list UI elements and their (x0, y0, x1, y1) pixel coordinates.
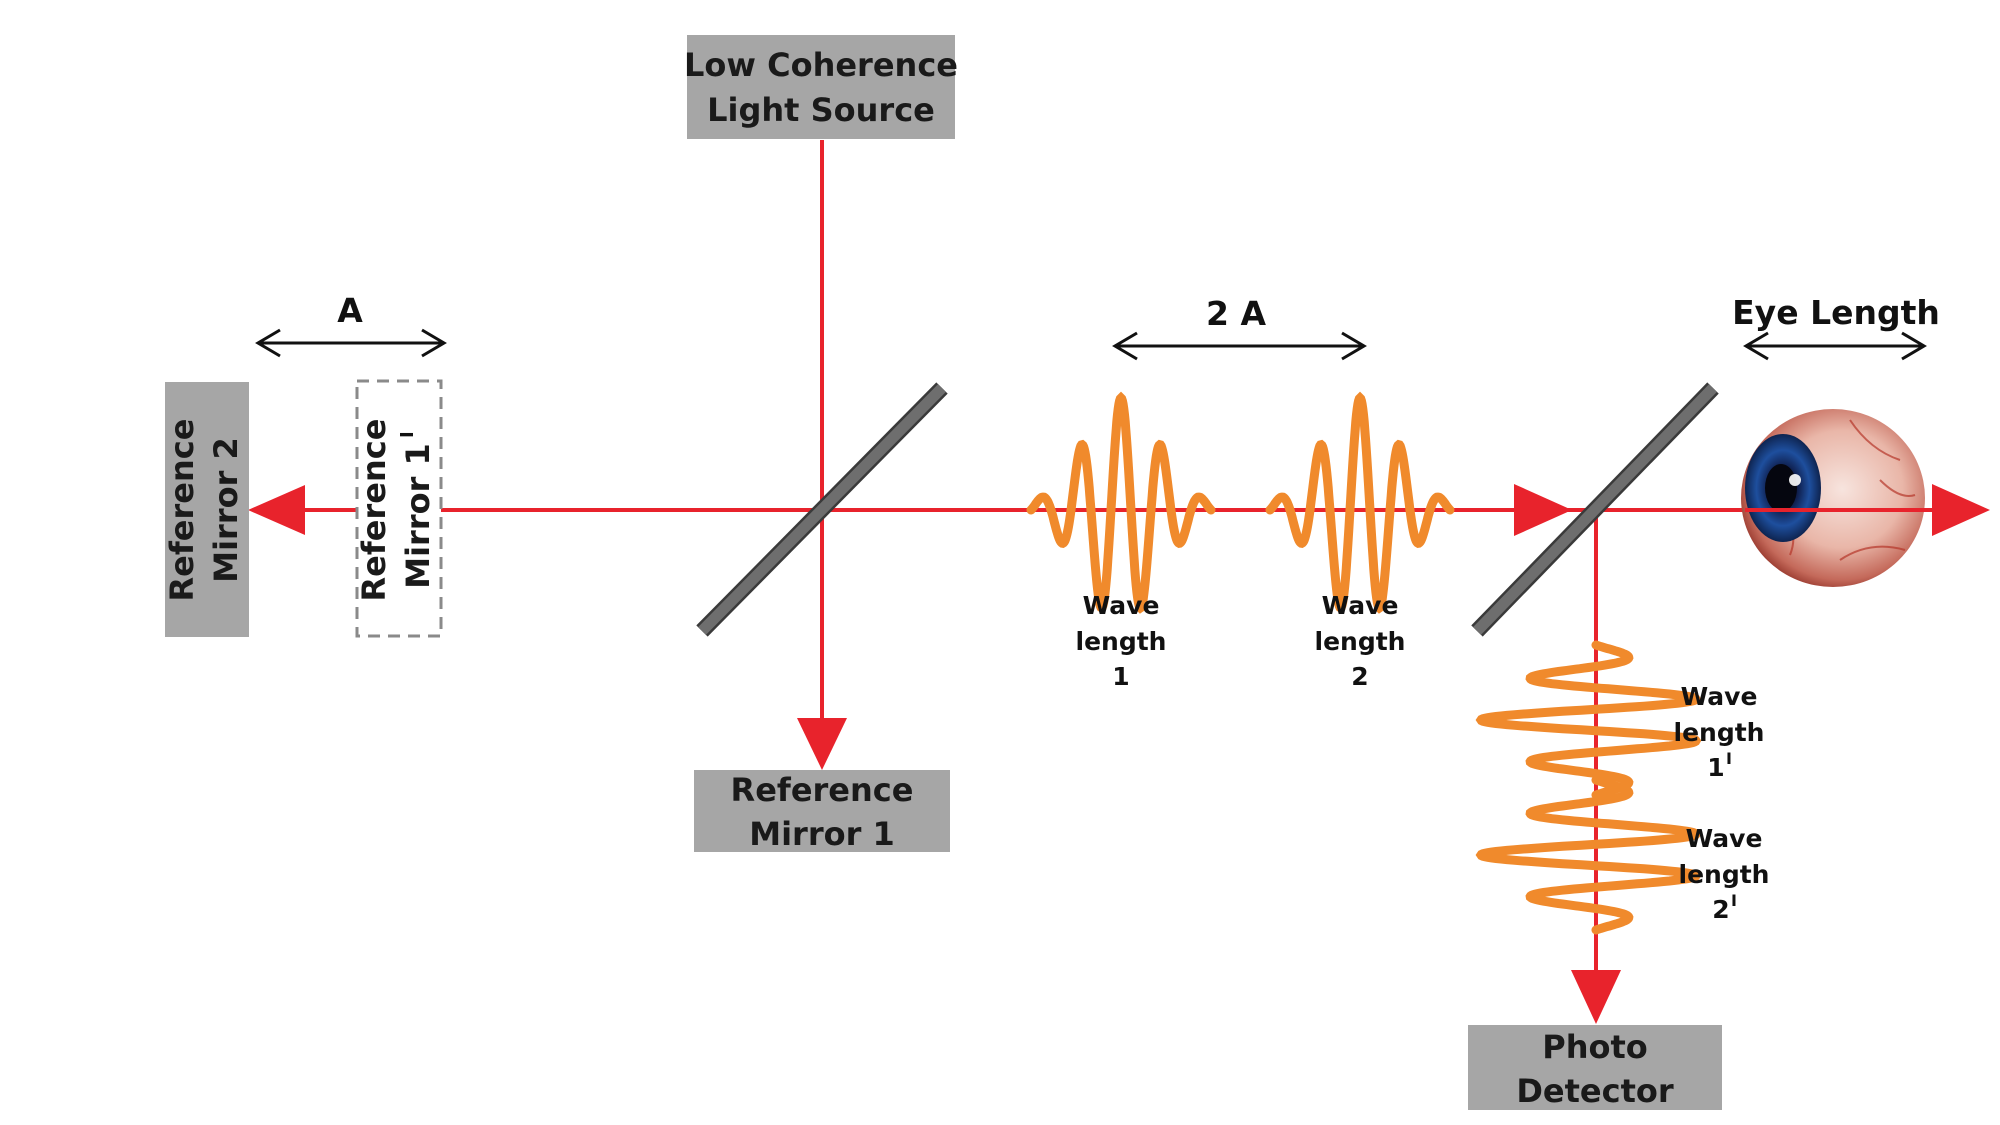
reference-mirror-1-prime-label-line1: Reference (355, 419, 393, 602)
dimension-a-label: A (337, 291, 363, 330)
reference-mirror-2-label-line2: Mirror 2 (207, 437, 245, 583)
svg-text:I: I (1726, 749, 1732, 768)
svg-text:Wave: Wave (1083, 591, 1160, 620)
wave-packet-2 (1265, 391, 1455, 614)
light-source-label-line2: Light Source (707, 91, 935, 129)
beam-paths (248, 140, 1990, 1024)
arrowhead-to-splitter-2 (1514, 484, 1572, 536)
eyeball-icon (1741, 409, 1925, 587)
svg-text:length: length (1674, 718, 1765, 747)
svg-text:length: length (1679, 860, 1770, 889)
photo-detector-label-line2: Detector (1516, 1072, 1674, 1110)
reference-mirror-1-prime-mark: I (397, 431, 418, 438)
svg-text:2: 2 (1712, 895, 1729, 924)
svg-text:length: length (1076, 627, 1167, 656)
dimension-a (255, 328, 447, 358)
wave1-label: Wave length 1 (1076, 591, 1167, 691)
svg-text:Wave: Wave (1322, 591, 1399, 620)
light-source-box: Low Coherence Light Source (684, 35, 958, 139)
svg-text:1: 1 (1112, 662, 1129, 691)
wave2-label: Wave length 2 (1315, 591, 1406, 691)
reference-mirror-2-box: Reference Mirror 2 (163, 382, 249, 637)
beam-splitter-2-face (1473, 384, 1717, 635)
eye-length-label: Eye Length (1732, 293, 1940, 332)
reference-mirror-1-prime-label-line2: Mirror 1 (399, 443, 437, 589)
svg-text:1: 1 (1707, 753, 1724, 782)
reference-mirror-1-label-line1: Reference (731, 771, 914, 809)
wave2-prime-label: Wave length 2 I (1679, 824, 1770, 924)
arrowhead-reference-mirror-1 (797, 718, 847, 770)
wave1-prime-label: Wave length 1 I (1674, 682, 1765, 782)
reference-mirror-1-prime-box: Reference Mirror 1 I (355, 379, 443, 638)
reference-mirror-1-box: Reference Mirror 1 (694, 770, 950, 853)
svg-text:Wave: Wave (1681, 682, 1758, 711)
reference-mirror-2-label-line1: Reference (163, 419, 201, 602)
reference-mirror-1-label-line2: Mirror 1 (749, 815, 895, 853)
photo-detector-box: Photo Detector (1468, 1025, 1722, 1110)
dimension-eye-length (1743, 331, 1927, 361)
photo-detector-label-line1: Photo (1542, 1028, 1648, 1066)
beam-splitter-1-face (698, 384, 946, 635)
svg-text:length: length (1315, 627, 1406, 656)
arrowhead-detector (1571, 970, 1621, 1024)
arrowhead-left (248, 485, 305, 535)
dimension-2a-label: 2 A (1206, 294, 1266, 333)
wave-packet-2-prime (1475, 775, 1702, 935)
dimension-2a (1112, 331, 1367, 361)
arrowhead-right (1932, 484, 1990, 536)
svg-text:I: I (1731, 891, 1737, 910)
svg-text:2: 2 (1351, 662, 1368, 691)
wave-packet-1 (1026, 391, 1216, 614)
svg-text:Wave: Wave (1686, 824, 1763, 853)
wave-packet-1-prime (1475, 640, 1702, 800)
light-source-label-line1: Low Coherence (684, 46, 958, 84)
